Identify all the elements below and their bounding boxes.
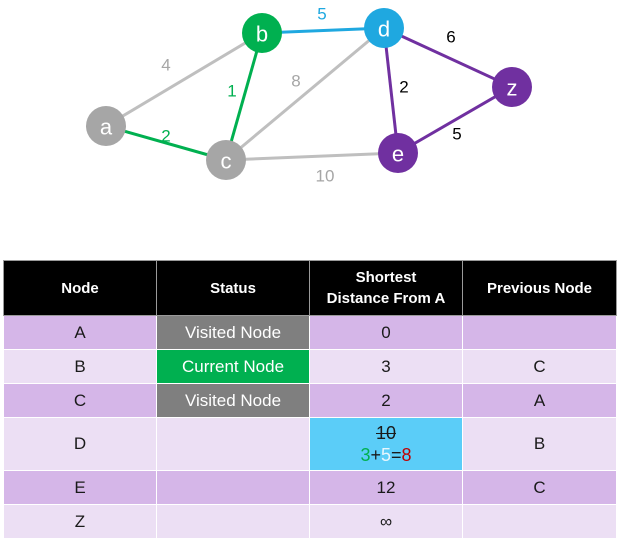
cell-previous: A [462, 383, 617, 418]
graph-edges [105, 26, 513, 162]
node-label-z: z [507, 76, 518, 101]
edge-weight-a-b: 4 [161, 56, 170, 75]
edge-weight-d-e: 2 [399, 78, 408, 97]
graph-nodes: a b c d e z [86, 8, 532, 180]
node-z: z [492, 67, 532, 107]
cell-previous [462, 315, 617, 350]
calc-plus: + [370, 445, 381, 465]
edge-weight-a-c: 2 [161, 127, 170, 146]
cell-node: A [3, 315, 157, 350]
cell-previous: C [462, 470, 617, 505]
node-c: c [206, 140, 246, 180]
node-label-a: a [100, 115, 113, 140]
node-e: e [378, 133, 418, 173]
edge-c-e [225, 151, 399, 162]
cell-distance: ∞ [309, 504, 463, 539]
table-row: C Visited Node 2 A [3, 383, 617, 418]
cell-node: E [3, 470, 157, 505]
edge-weight-c-d: 8 [291, 72, 300, 91]
calc-term-b: 5 [380, 445, 391, 465]
distance-calculation: 3+5=8 [310, 444, 462, 466]
node-circle-z [492, 67, 532, 107]
node-label-d: d [378, 17, 390, 42]
edge-b-c [224, 32, 264, 161]
table-row: Z ∞ [3, 504, 617, 539]
cell-distance: 2 [309, 383, 463, 418]
header-distance-line1: Shortest [355, 269, 417, 286]
cell-node: D [3, 417, 157, 471]
cell-status: Current Node [156, 349, 310, 384]
header-status: Status [156, 260, 310, 316]
cell-previous [462, 504, 617, 539]
header-distance: Shortest Distance From A [309, 260, 463, 316]
node-label-c: c [221, 149, 232, 174]
edge-a-b [105, 31, 263, 128]
cell-status [156, 417, 310, 471]
edge-c-d [225, 26, 385, 162]
cell-node: C [3, 383, 157, 418]
edge-weight-e-z: 5 [452, 125, 461, 144]
edge-weight-c-e: 10 [316, 167, 335, 186]
cell-distance: 10 3+5=8 [309, 417, 463, 471]
calc-equals: = [391, 445, 402, 465]
node-circle-c [206, 140, 246, 180]
table-row: E 12 C [3, 470, 617, 505]
table-row: D 10 3+5=8 B [3, 417, 617, 471]
calc-result: 8 [401, 445, 412, 465]
cell-distance: 12 [309, 470, 463, 505]
edge-weight-b-d: 5 [317, 5, 326, 24]
header-previous: Previous Node [462, 260, 617, 316]
edge-weight-b-c: 1 [227, 82, 236, 101]
edge-e-z [397, 85, 513, 155]
cell-status: Visited Node [156, 383, 310, 418]
node-a: a [86, 106, 126, 146]
node-circle-b [242, 13, 282, 53]
graph-edge-weights: 4 2 1 5 8 10 2 6 5 [161, 5, 461, 186]
node-label-b: b [256, 22, 268, 47]
cell-distance: 0 [309, 315, 463, 350]
old-distance: 10 [375, 423, 397, 443]
table-header-row: Node Status Shortest Distance From A Pre… [3, 260, 617, 316]
edge-d-z [383, 26, 513, 89]
node-label-e: e [392, 142, 404, 167]
cell-status: Visited Node [156, 315, 310, 350]
cell-previous: C [462, 349, 617, 384]
cell-distance: 3 [309, 349, 463, 384]
node-circle-e [378, 133, 418, 173]
table-row: A Visited Node 0 [3, 315, 617, 350]
header-node: Node [3, 260, 157, 316]
cell-previous: B [462, 417, 617, 471]
cell-node: Z [3, 504, 157, 539]
node-d: d [364, 8, 404, 48]
cell-node: B [3, 349, 157, 384]
dijkstra-table: Node Status Shortest Distance From A Pre… [3, 260, 617, 539]
cell-status [156, 470, 310, 505]
edge-a-c [105, 124, 227, 162]
calc-term-a: 3 [360, 445, 371, 465]
node-b: b [242, 13, 282, 53]
header-distance-line2: Distance From A [326, 290, 446, 307]
edge-d-e [382, 27, 400, 154]
edge-weight-d-z: 6 [446, 28, 455, 47]
node-circle-a [86, 106, 126, 146]
node-circle-d [364, 8, 404, 48]
edge-b-d [261, 26, 385, 35]
cell-status [156, 504, 310, 539]
graph-diagram: 4 2 1 5 8 10 2 6 5 a b c d e z [86, 5, 532, 186]
table-row: B Current Node 3 C [3, 349, 617, 384]
